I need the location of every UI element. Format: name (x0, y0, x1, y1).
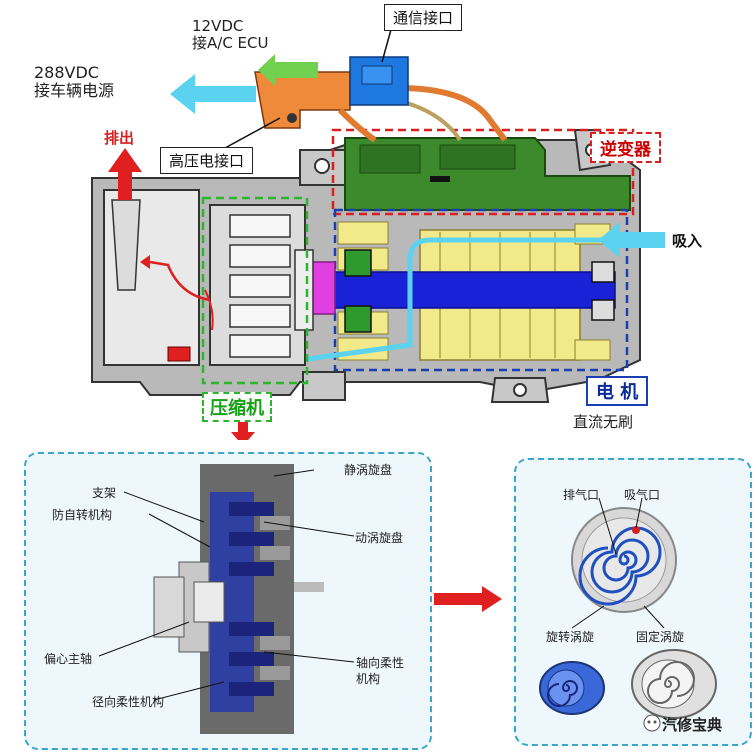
scroll-spiral (578, 526, 662, 606)
discharge-arrow (108, 148, 142, 200)
power-voltage-line2: 接车辆电源 (34, 81, 115, 100)
motor-type-label: 直流无刷 (573, 413, 634, 431)
rotor-shaft (329, 271, 616, 309)
power-voltage-line1: 288VDC (34, 63, 99, 82)
motor-label: 电 机 (586, 376, 649, 406)
eccentric-shaft-label: 偏心主轴 (44, 652, 93, 666)
power-voltage-label: 288VDC 接车辆电源 (34, 64, 114, 100)
axial-compliance-line2: 机构 (356, 672, 381, 686)
intake-label: 吸入 (672, 232, 703, 250)
compressor-cutaway-diagram (91, 25, 665, 440)
watermark-text: 汽修宝典 (662, 716, 723, 734)
compressor-label: 压缩机 (202, 392, 272, 422)
power-arrow (170, 74, 256, 114)
refrigerant-flow-path (299, 237, 630, 363)
axial-compliance-line1: 轴向柔性 (356, 656, 405, 670)
discharge-port-label: 排气口 (563, 488, 600, 502)
intake-arrow (598, 222, 665, 258)
radial-compliance-label: 径向柔性机构 (92, 695, 165, 709)
hv-port-label: 高压电接口 (160, 147, 254, 174)
fixed-scroll-label: 静涡旋盘 (344, 463, 393, 477)
exhaust-label: 排出 (104, 129, 135, 147)
scroll-detail-diagram (98, 464, 355, 734)
scroll-principle-diagram (539, 497, 717, 732)
suction-port-label: 吸气口 (624, 488, 661, 502)
bracket-label: 支架 (92, 486, 117, 500)
ecu-voltage-line1: 12VDC (192, 17, 244, 35)
detail-arrow (434, 586, 502, 612)
orbiting-scroll-label: 动涡旋盘 (355, 531, 404, 545)
ecu-voltage-label: 12VDC 接A/C ECU (192, 18, 269, 52)
ecu-arrow (258, 54, 318, 86)
fixed-scroll-small-label: 固定涡旋 (636, 630, 685, 644)
comm-port-label: 通信接口 (384, 4, 463, 31)
rotating-scroll-label: 旋转涡旋 (546, 630, 595, 644)
ecu-voltage-line2: 接A/C ECU (192, 34, 269, 52)
anti-rotation-label: 防自转机构 (52, 508, 113, 522)
inverter-label: 逆变器 (590, 132, 661, 163)
axial-compliance-label: 轴向柔性 机构 (356, 655, 404, 687)
